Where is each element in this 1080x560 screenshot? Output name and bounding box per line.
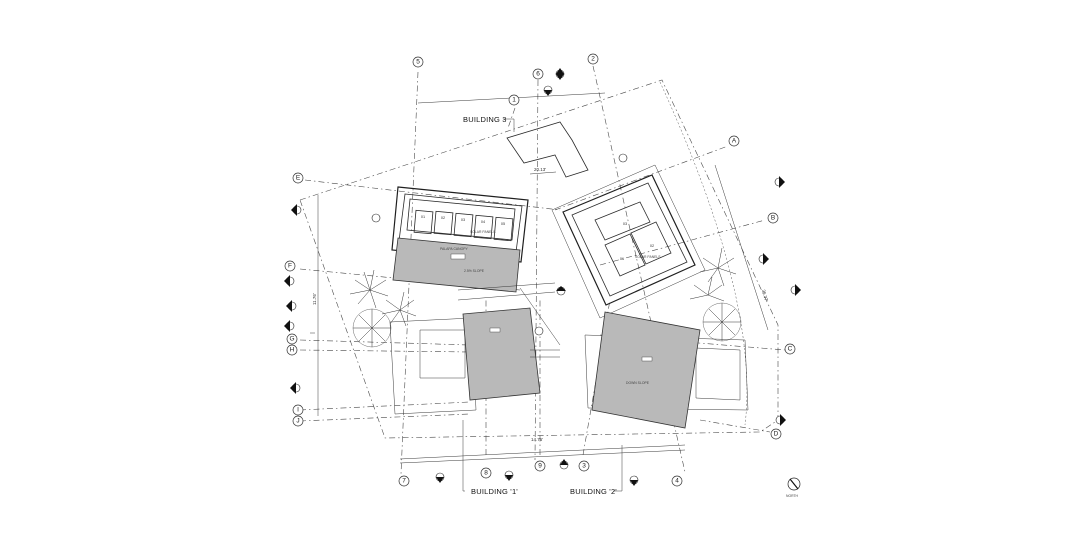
section-marker-bottom-4 <box>629 475 639 486</box>
dimension-lines <box>310 92 769 464</box>
building-3-label: BUILDING 3 <box>463 115 507 124</box>
svg-text:5: 5 <box>416 59 420 66</box>
section-marker-right-3 <box>790 284 801 296</box>
svg-text:2: 2 <box>591 56 595 63</box>
solar-panels-label-b2: SOLAR PANELS <box>635 255 661 259</box>
building-2-lower: DOWN SLOPE <box>584 311 749 429</box>
grid-bubble-5: 5 <box>412 56 424 68</box>
panel-number-4: 04 <box>481 220 485 224</box>
svg-text:8: 8 <box>484 470 488 477</box>
section-marker-bottom-2 <box>504 470 514 481</box>
grid-bubble-D: D <box>770 428 782 440</box>
grid-bubble-I: I <box>292 404 304 416</box>
svg-text:7: 7 <box>402 478 406 485</box>
panel-number-2: 02 <box>441 216 445 220</box>
palm-tree-cluster-left <box>349 269 417 348</box>
section-marker-top-1 <box>555 68 565 80</box>
grid-bubble-A: A <box>728 135 740 147</box>
svg-text:3: 3 <box>582 463 586 470</box>
grid-lines-alpha <box>299 145 786 433</box>
palm-tree-cluster-right <box>689 247 742 342</box>
section-marker-left-4 <box>284 320 295 332</box>
section-marker-right-2 <box>758 253 769 265</box>
svg-text:A: A <box>732 138 737 145</box>
grid-bubble-G: G <box>286 333 298 345</box>
grid-bubble-3: 3 <box>578 460 590 472</box>
grid-bubble-H: H <box>286 344 298 356</box>
grid-bubble-7: 7 <box>398 475 410 487</box>
dimension-20-13: 20.13' <box>534 167 546 172</box>
svg-text:1: 1 <box>512 97 516 104</box>
section-marker-left-5 <box>290 382 301 394</box>
grid-bubble-9: 9 <box>534 460 546 472</box>
dimension-36-37: 36.37' <box>761 289 769 302</box>
section-marker-mid-1 <box>556 286 566 296</box>
svg-text:6: 6 <box>536 71 540 78</box>
dimension-11-76: 11.76' <box>312 293 317 305</box>
building-1-solar-panels: 01 02 03 04 05 SOLAR PANELS <box>413 209 514 242</box>
section-marker-top-2 <box>543 85 553 96</box>
b2-slope-label: DOWN SLOPE <box>626 381 650 385</box>
building-1-callout: BUILDING '1' <box>462 420 518 496</box>
north-arrow: NORTH <box>786 477 801 498</box>
section-marker-left-1 <box>291 204 302 216</box>
building-1-lower <box>389 282 561 415</box>
panel-number-5: 05 <box>501 222 505 226</box>
b2-panel-number-2: 02 <box>650 244 654 248</box>
building-3-outline <box>506 121 589 178</box>
palapa-canopy-label: PALAPA CANOPY <box>440 247 469 251</box>
north-label: NORTH <box>786 494 799 498</box>
svg-text:4: 4 <box>675 478 679 485</box>
b2-panel-number-1: 01 <box>620 257 624 261</box>
section-marker-bottom-1 <box>435 472 445 483</box>
building-1-label: BUILDING '1' <box>471 487 518 496</box>
building-2-callout: BUILDING '2' <box>570 445 623 496</box>
building-3-callout: BUILDING 3 <box>463 115 515 132</box>
building-2-label: BUILDING '2' <box>570 487 617 496</box>
section-marker-mid-4 <box>534 326 544 336</box>
svg-text:9: 9 <box>538 463 542 470</box>
svg-text:E: E <box>296 175 301 182</box>
svg-text:I: I <box>297 407 299 414</box>
grid-bubble-B: B <box>767 212 779 224</box>
grid-bubble-4: 4 <box>671 475 683 487</box>
section-marker-right-1 <box>774 176 785 188</box>
b2-panel-number-3: 03 <box>623 222 627 226</box>
building-2-upper: 03 01 02 SOLAR PANELS <box>551 164 706 319</box>
solar-panels-label-b1: SOLAR PANELS <box>470 230 496 234</box>
section-marker-right-4 <box>775 414 786 426</box>
grid-bubble-C: C <box>784 343 796 355</box>
svg-text:H: H <box>290 347 295 354</box>
grid-bubble-J: J <box>292 415 304 427</box>
section-marker-mid-2 <box>371 213 381 223</box>
grid-bubble-2: 2 <box>587 53 599 65</box>
palapa-canopy: PALAPA CANOPY 2.5% SLOPE <box>392 237 521 293</box>
svg-text:G: G <box>289 336 294 343</box>
panel-number-3: 03 <box>461 218 465 222</box>
section-marker-left-3 <box>286 300 297 312</box>
section-marker-bottom-3 <box>559 459 569 470</box>
grid-bubble-1: 1 <box>508 94 520 106</box>
grid-bubble-8: 8 <box>480 467 492 479</box>
svg-text:B: B <box>771 215 775 222</box>
svg-text:J: J <box>296 418 299 425</box>
grid-bubble-6: 6 <box>532 68 544 80</box>
svg-text:D: D <box>774 431 779 438</box>
svg-text:F: F <box>288 263 292 270</box>
palapa-slope-label: 2.5% SLOPE <box>464 269 485 273</box>
dimension-14-75: 14.75' <box>531 437 543 442</box>
svg-text:C: C <box>788 346 793 353</box>
grid-bubble-E: E <box>292 172 304 184</box>
grid-bubble-F: F <box>284 260 296 272</box>
panel-number-1: 01 <box>421 215 425 219</box>
section-marker-mid-3 <box>618 153 628 163</box>
section-marker-left-2 <box>284 275 295 287</box>
